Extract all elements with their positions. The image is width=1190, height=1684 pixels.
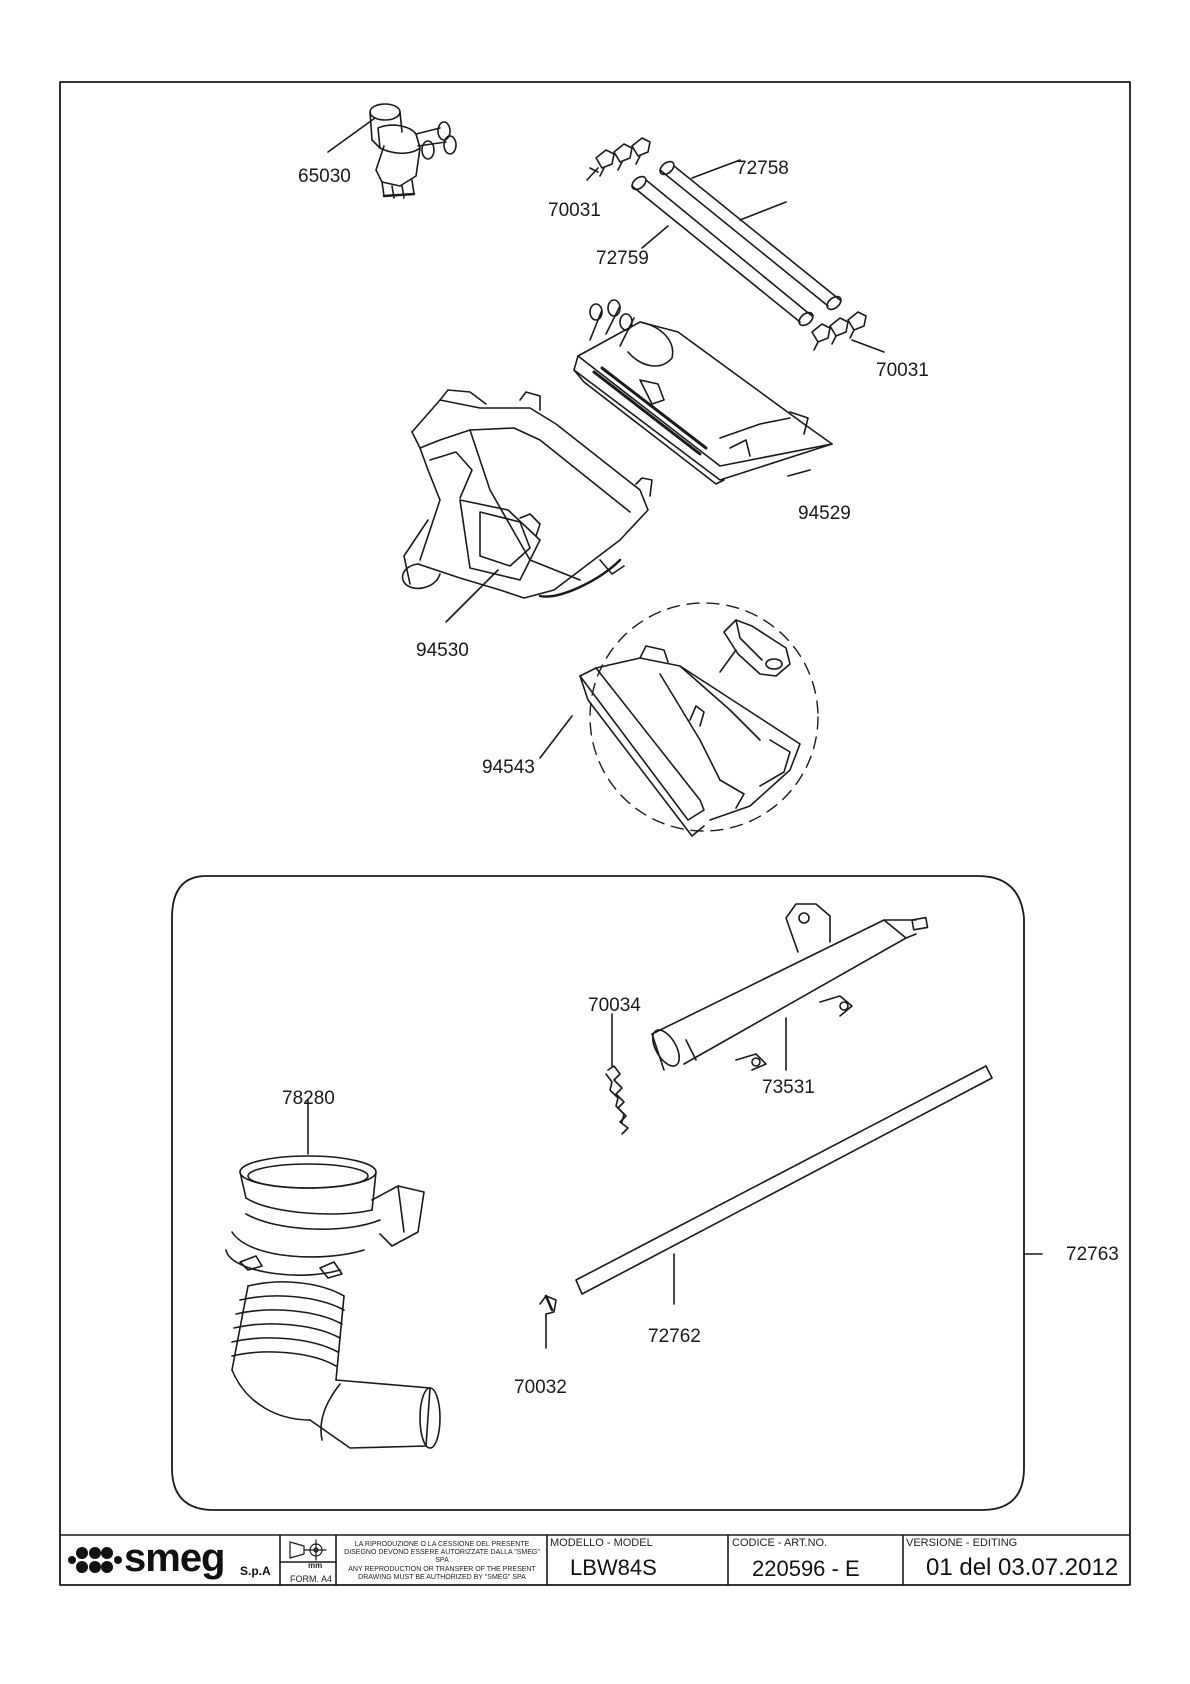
- format-label: FORM. A4: [290, 1574, 333, 1584]
- part-70034-spring: [605, 1065, 629, 1135]
- smeg-logo-dots-icon: [68, 1547, 122, 1573]
- part-65030-water-valve: [369, 103, 457, 199]
- leader-72758: [691, 159, 741, 179]
- label-70031-right: 70031: [876, 360, 929, 381]
- code-value: 220596 - E: [752, 1556, 860, 1581]
- part-72759-hose: [631, 175, 814, 327]
- leader-94543: [539, 715, 573, 759]
- part-94530-dispenser-housing: [401, 389, 653, 599]
- leader-70031-right: [851, 339, 885, 353]
- legal-notice-en: ANY REPRODUCTION OR TRANSFER OF THE PRES…: [348, 1566, 536, 1581]
- leader-72759: [641, 225, 669, 249]
- label-70031-top: 70031: [548, 200, 601, 221]
- leader-65030: [327, 117, 376, 153]
- group-frame-72763: [171, 875, 1025, 1511]
- label-65030: 65030: [298, 166, 351, 187]
- unit-label: mm: [308, 1561, 323, 1570]
- part-72762-rod: [575, 1065, 993, 1295]
- version-value: 01 del 03.07.2012: [926, 1554, 1119, 1581]
- title-block-grid: [59, 1534, 1131, 1586]
- part-94543-drawer: [579, 619, 801, 837]
- leader-70031-top: [586, 167, 599, 181]
- detail-circle-94543: [589, 602, 819, 832]
- code-caption: CODICE - ART.NO.: [732, 1537, 828, 1549]
- label-78280: 78280: [282, 1088, 335, 1109]
- model-value: LBW84S: [570, 1555, 657, 1580]
- projection-symbol-icon: [289, 1539, 327, 1561]
- part-78280-pump: [225, 1155, 441, 1449]
- label-94529: 94529: [798, 503, 851, 524]
- label-72762: 72762: [648, 1326, 701, 1347]
- part-70031-clips-top: [589, 137, 651, 177]
- label-73531: 73531: [762, 1077, 815, 1098]
- label-70032: 70032: [514, 1377, 567, 1398]
- version-caption: VERSIONE - EDITING: [906, 1537, 1018, 1549]
- part-72758-hose: [659, 160, 842, 311]
- part-70031-clips-right: [811, 311, 867, 351]
- legal-notice-it: LA RIPRODUZIONE O LA CESSIONE DEL PRESEN…: [344, 1541, 540, 1564]
- label-72763: 72763: [1066, 1244, 1119, 1265]
- label-72758: 72758: [736, 158, 789, 179]
- part-73531-pipe: [651, 903, 929, 1071]
- part-94529-dispenser-cover: [573, 299, 833, 485]
- model-caption: MODELLO - MODEL: [550, 1537, 653, 1549]
- drawing-frame: [59, 81, 1131, 1586]
- part-70032-clip: [539, 1294, 557, 1315]
- brand-suffix: S.p.A: [240, 1564, 271, 1578]
- smeg-logo: smeg: [124, 1536, 225, 1580]
- leader-94529: [787, 469, 811, 477]
- label-94530: 94530: [416, 640, 469, 661]
- leader-72758-b: [739, 201, 787, 221]
- leader-94530: [445, 569, 499, 623]
- label-70034: 70034: [588, 995, 641, 1016]
- label-94543: 94543: [482, 757, 535, 778]
- label-72759: 72759: [596, 248, 649, 269]
